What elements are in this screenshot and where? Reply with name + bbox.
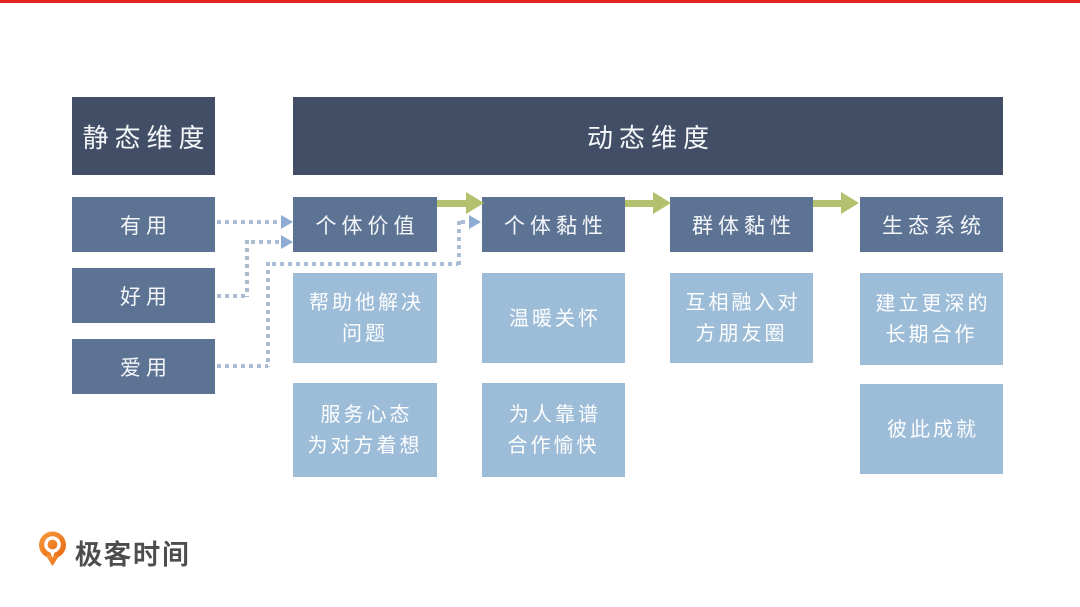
- geektime-logo-icon: [39, 531, 66, 566]
- top-accent-line: [0, 0, 1080, 3]
- geektime-logo: 极客时间: [38, 531, 191, 573]
- column-header-individual-stickiness: 个体黏性: [482, 197, 625, 252]
- card-service-mindset: 服务心态 为对方着想: [293, 383, 437, 477]
- dotted-arrowhead-icon: [469, 215, 481, 229]
- card-mutual-achievement: 彼此成就: [860, 384, 1003, 474]
- card-reliable-pleasant: 为人靠谱 合作愉快: [482, 383, 625, 477]
- card-join-friend-circles: 互相融入对 方朋友圈: [670, 273, 813, 363]
- card-warm-care: 温暖关怀: [482, 273, 625, 363]
- column-header-ecosystem: 生态系统: [860, 197, 1003, 252]
- static-item-useful: 有用: [72, 197, 215, 252]
- geektime-logo-text: 极客时间: [75, 539, 191, 570]
- dotted-arrowhead-icon: [281, 235, 293, 249]
- card-deeper-cooperation: 建立更深的 长期合作: [860, 273, 1003, 365]
- static-dimension-header: 静态维度: [72, 97, 215, 175]
- card-help-solve-problems: 帮助他解决 问题: [293, 273, 437, 363]
- static-item-easy-to-use: 好用: [72, 268, 215, 323]
- static-item-love-to-use: 爱用: [72, 339, 215, 394]
- dynamic-dimension-header: 动态维度: [293, 97, 1003, 175]
- column-header-individual-value: 个体价值: [293, 197, 437, 252]
- dotted-arrowhead-icon: [281, 215, 293, 229]
- column-header-group-stickiness: 群体黏性: [670, 197, 813, 252]
